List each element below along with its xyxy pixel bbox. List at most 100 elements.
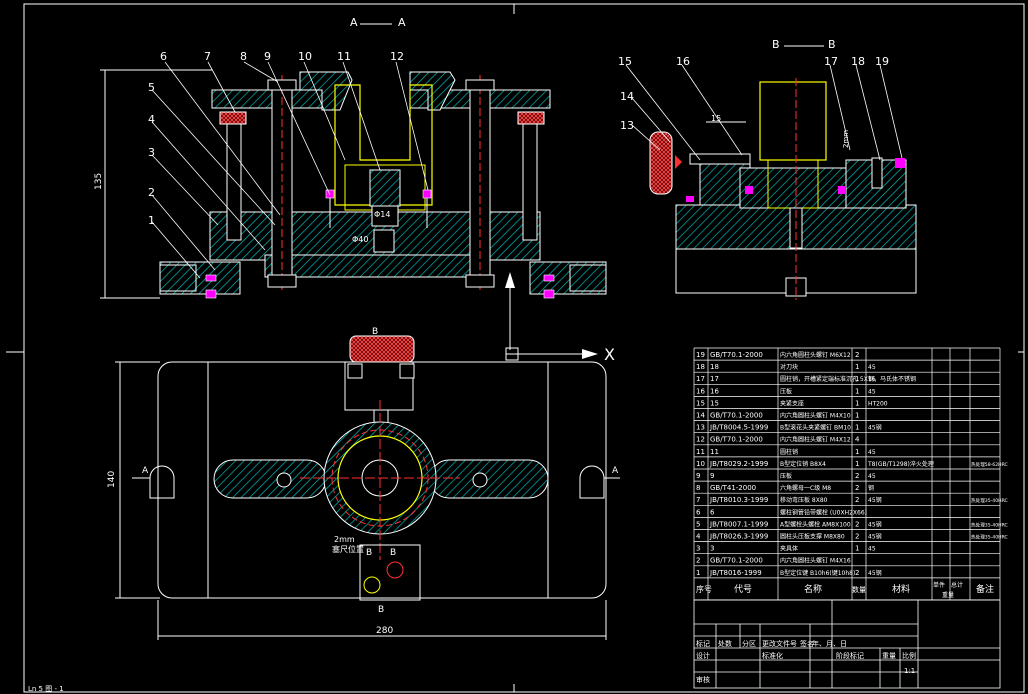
bom-cell-material: 45 — [868, 364, 876, 371]
weight-label: 重量 — [882, 652, 896, 660]
plan-screw-a — [347, 363, 363, 379]
bom-cell-name: 内六角圆柱头螺钉 M4X12 — [780, 436, 851, 444]
bom-cell-note: 热处理35-40HRC — [971, 534, 1008, 541]
front-callout-labels: 1 2 3 4 5 6 7 8 9 10 11 12 — [148, 50, 404, 227]
bom-header-unit-weight: 单件 — [933, 581, 945, 589]
stage-label: 阶段标记 — [836, 651, 864, 660]
callout-15: 15 — [618, 55, 632, 68]
bom-cell-no: 15 — [696, 399, 705, 407]
side-center-block — [739, 167, 851, 209]
callout-2: 2 — [148, 186, 155, 199]
bom-cell-qty: 1 — [855, 424, 859, 432]
bom-cell-no: 4 — [696, 533, 701, 541]
section-bb-label-2: B — [828, 38, 836, 51]
side-callout-labels: 13 14 15 16 17 18 19 — [618, 55, 889, 132]
rev-zone: 分区 — [742, 639, 756, 648]
bom-header-name: 名称 — [804, 583, 822, 595]
bom-cell-code: GB/T70.1-2000 — [710, 351, 763, 359]
x-axis-label: X — [604, 345, 615, 364]
plan-mark-a-right: A — [612, 466, 619, 476]
bom-cell-note: 热处理35-40HRC — [971, 497, 1008, 504]
locating-pin — [369, 169, 401, 207]
tool-setting-base — [359, 544, 421, 601]
bom-cell-name: 内六角圆柱头螺钉 M4X16 — [780, 557, 851, 565]
drawing-frame — [6, 3, 1025, 693]
callout-1: 1 — [148, 214, 155, 227]
bom-cell-code: JB/T8029.2-1999 — [709, 460, 768, 468]
design-label: 设计 — [696, 651, 710, 660]
bom-cell-code: 15 — [710, 399, 719, 407]
bom-header-note: 备注 — [976, 583, 994, 595]
x-axis-arrow — [582, 349, 598, 359]
plan-2mm-dim: 2mm — [334, 535, 355, 544]
bom-cell-material: HT200 — [868, 400, 888, 407]
bom-cell-code: JB/T8026.3-1999 — [709, 533, 768, 541]
bom-cell-name: B型定位销 B8X4 — [780, 460, 826, 468]
plan-screw-b — [399, 363, 415, 379]
workpiece-outline — [334, 84, 433, 206]
callout-6: 6 — [160, 50, 167, 63]
bom-cell-qty: 1 — [855, 375, 859, 383]
screws-side — [686, 158, 905, 202]
plan-height-dim: 140 — [107, 471, 117, 488]
right-swing-plate — [429, 459, 549, 499]
phi14-dim: Φ14 — [374, 210, 390, 219]
plan-mark-b-top: B — [372, 327, 378, 337]
bom-cell-no: 2 — [696, 557, 700, 565]
callout-19: 19 — [875, 55, 889, 68]
bom-cell-name: 夹具体 — [780, 545, 798, 553]
bom-cell-no: 13 — [696, 424, 705, 432]
bom-cell-name: 内六角圆柱头螺钉 M6X12 — [780, 351, 851, 359]
bom-cell-name: 夹紧支座 — [780, 399, 804, 407]
right-key — [569, 264, 607, 292]
left-key — [159, 264, 197, 292]
bom-cell-code: 3 — [710, 545, 714, 553]
pin-bottom — [373, 229, 395, 253]
section-bb-view[interactable]: B B 15 2mm — [618, 38, 917, 300]
bom-cell-material: 45 — [868, 546, 876, 553]
bom-cell-code: GB/T70.1-2000 — [710, 436, 763, 444]
bom-cell-code: 11 — [710, 448, 719, 456]
bom-cell-material: 钢 — [868, 484, 874, 492]
callout-11: 11 — [337, 50, 351, 63]
bom-cell-qty: 2 — [855, 351, 859, 359]
bom-cell-material: 45钢 — [868, 424, 882, 432]
bom-cell-no: 12 — [696, 436, 705, 444]
bom-cell-name: 圆柱销，开槽紧定端标准沉孔 5X16 — [780, 375, 876, 383]
callout-10: 10 — [298, 50, 312, 63]
bom-cell-name: B型滚花头夹紧螺钉 BM10 — [780, 424, 851, 432]
bom-cell-qty: 1 — [855, 363, 859, 371]
bom-header-material: 材料 — [892, 583, 910, 595]
bom-cell-code: 18 — [710, 363, 719, 371]
y-axis-arrow — [505, 272, 515, 288]
bom-cell-code: 17 — [710, 375, 719, 383]
section-aa-view[interactable]: A A — [94, 16, 607, 350]
bom-cell-no: 1 — [696, 569, 700, 577]
bom-cell-no: 10 — [696, 460, 705, 468]
scale-label: 比例 — [902, 651, 916, 660]
plan-mark-b2: B — [390, 548, 396, 558]
bom-cell-qty: 1 — [855, 448, 859, 456]
plan-mark-b1: B — [366, 548, 372, 558]
bom-cell-no: 16 — [696, 387, 705, 395]
bom-cell-name: 压板 — [780, 387, 792, 395]
pin-shank — [371, 205, 399, 227]
plan-view[interactable]: 140 280 2mm 塞尺位置 A A B B B B X — [107, 327, 620, 640]
bom-cell-qty: 2 — [855, 520, 859, 528]
callout-7: 7 — [204, 50, 211, 63]
title-block-text: 标记 处数 分区 更改文件号 签名 年、月、日 设计 标准化 审核 阶段标记 重… — [696, 639, 916, 684]
right-u-slot — [579, 465, 605, 499]
bom-header-total-weight: 总计 — [951, 581, 963, 589]
bom-cell-qty: 1 — [855, 460, 859, 468]
clamp-screw-shank — [689, 153, 751, 165]
plan-feeler-note: 塞尺位置 — [332, 544, 364, 554]
left-nut — [276, 472, 292, 488]
side-gap-dim: 2mm — [842, 130, 850, 148]
bom-cell-no: 17 — [696, 375, 705, 383]
height-dimension — [100, 69, 212, 299]
rev-date: 年、月、日 — [812, 639, 847, 648]
plan-dimensions — [115, 361, 607, 640]
bom-cell-no: 5 — [696, 520, 700, 528]
